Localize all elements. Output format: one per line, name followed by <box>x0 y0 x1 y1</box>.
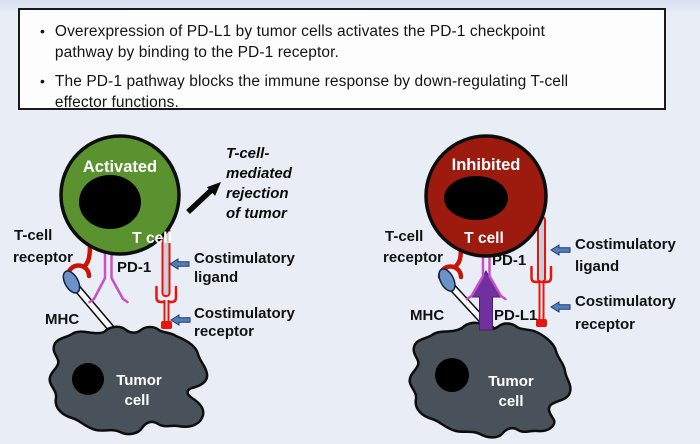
costim-receptor-label-right-2: receptor <box>575 316 635 333</box>
tumor-label-right-1: Tumor <box>488 373 534 390</box>
outcome-line-4: of tumor <box>226 205 288 222</box>
costimulatory-receptor-left <box>155 285 178 304</box>
info-box: • Overexpression of PD-L1 by tumor cells… <box>18 8 666 113</box>
pdl1-ligand <box>471 269 501 331</box>
bullet-2-line-1: The PD-1 pathway blocks the immune respo… <box>54 73 569 90</box>
pd1-label-right: PD-1 <box>492 252 526 269</box>
inhibited-label: Inhibited <box>452 156 521 174</box>
costim-receptor-label-left-2: receptor <box>194 323 254 340</box>
bullet-icon: • <box>40 23 45 39</box>
tcr-label-left-2: receptor <box>13 249 73 266</box>
costim-ligand-label-right-1: Costimulatory <box>575 236 677 253</box>
pointer-arrow-ligand-left <box>169 258 190 270</box>
bullet-2-line-2: effector functions. <box>54 94 179 111</box>
bullet-2-text: The PD-1 pathway blocks the immune respo… <box>55 71 568 113</box>
tumor-cell-left <box>48 325 209 436</box>
costim-anchor-right <box>536 319 547 327</box>
pd1-label-left: PD-1 <box>117 259 151 276</box>
pd1-receptor-left <box>88 244 129 304</box>
costim-ligand-label-left-2: ligand <box>194 269 238 286</box>
t-cell-nucleus-left <box>79 175 141 229</box>
tcr-label-right-1: T-cell <box>385 228 423 245</box>
mhc-label-right: MHC <box>410 307 444 324</box>
bullet-1-text: Overexpression of PD-L1 by tumor cells a… <box>55 21 545 63</box>
info-bullet-1: • Overexpression of PD-L1 by tumor cells… <box>33 21 648 63</box>
outcome-line-1: T-cell- <box>226 145 269 162</box>
pd1-receptor-right <box>465 244 507 301</box>
tumor-label-left-1: Tumor <box>116 372 162 389</box>
tcr-label-left-1: T-cell <box>14 227 52 244</box>
costim-ligand-label-left-1: Costimulatory <box>194 250 296 267</box>
activated-label: Activated <box>83 158 157 176</box>
costim-ligand-label-right-2: ligand <box>575 258 619 275</box>
tumor-cell-right <box>408 321 572 439</box>
bullet-icon: • <box>40 73 45 89</box>
costimulatory-pair-right <box>537 216 546 325</box>
t-cell-nucleus-right <box>444 176 508 220</box>
mhc-tip-right <box>438 268 456 292</box>
rejection-arrow-icon <box>186 182 221 215</box>
costimulatory-receptor-right <box>530 265 553 284</box>
t-cell-label-left: T cell <box>132 230 172 247</box>
pointer-arrow-receptor-left <box>170 314 191 326</box>
pointer-arrow-receptor-right <box>550 301 571 313</box>
tcr-label-right-2: receptor <box>383 249 443 266</box>
outcome-line-2: mediated <box>226 165 293 182</box>
info-bullet-2: • The PD-1 pathway blocks the immune res… <box>33 71 648 113</box>
tumor-label-left-2: cell <box>124 392 149 409</box>
activated-panel: Activated T cell T-cell- mediated reject… <box>13 134 296 436</box>
tumor-nucleus-right <box>435 358 469 392</box>
outcome-line-3: rejection <box>226 185 289 202</box>
mhc-label-left: MHC <box>45 311 79 328</box>
costim-receptor-label-left-1: Costimulatory <box>194 305 296 322</box>
costim-receptor-label-right-1: Costimulatory <box>575 293 677 310</box>
tumor-label-right-2: cell <box>498 393 523 410</box>
costim-anchor-left <box>161 321 172 329</box>
pointer-arrow-ligand-right <box>550 244 571 256</box>
inhibited-panel: Inhibited T cell T-cell receptor PD-1 MH… <box>383 134 677 439</box>
mhc-tip-left <box>62 270 81 294</box>
pdl1-label: PD-L1 <box>494 307 537 324</box>
t-cell-label-right: T cell <box>464 230 504 247</box>
bullet-1-line-2: pathway by binding to the PD-1 receptor. <box>54 44 339 61</box>
tumor-nucleus-left <box>72 363 104 395</box>
bullet-1-line-1: Overexpression of PD-L1 by tumor cells a… <box>54 23 545 40</box>
